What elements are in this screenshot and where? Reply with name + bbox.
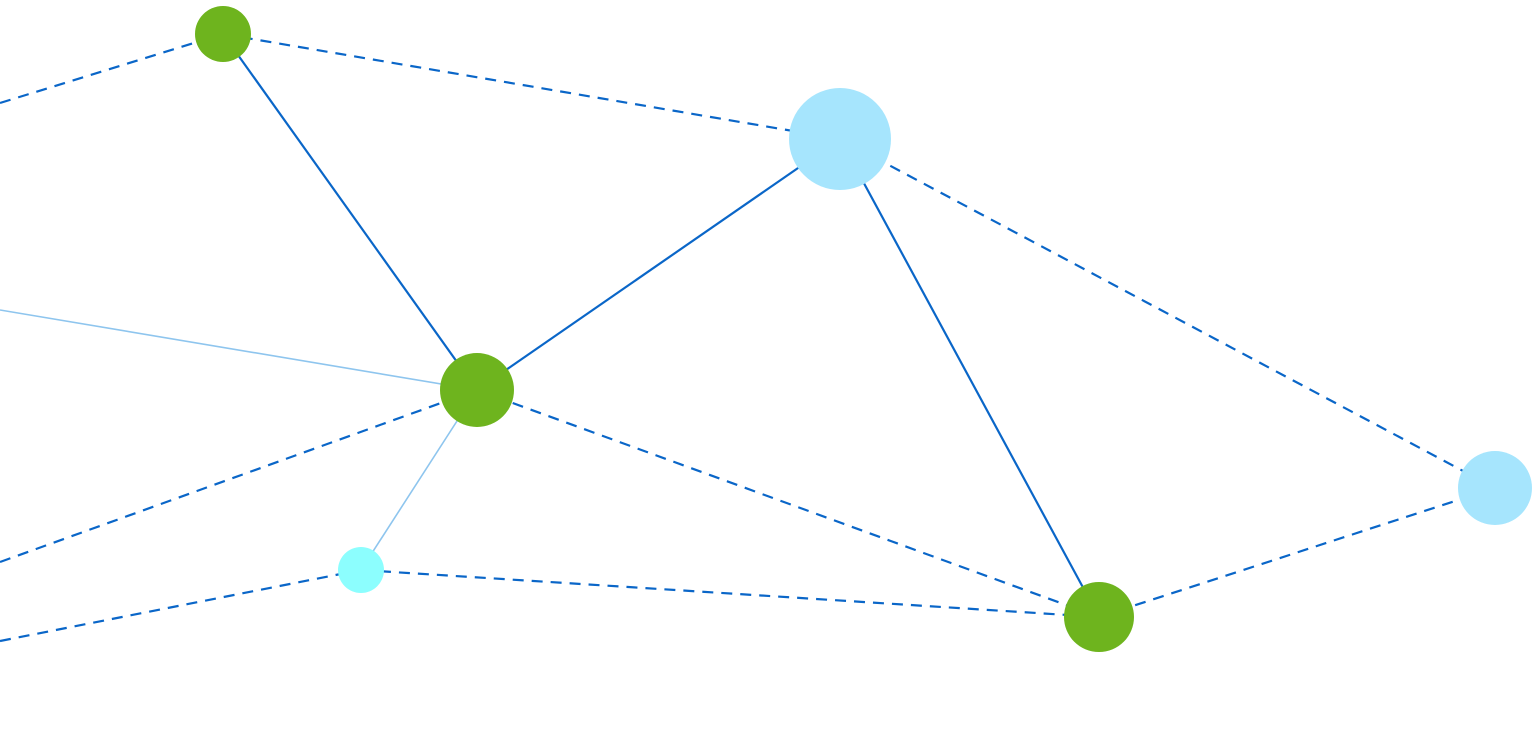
node-n4-cyan bbox=[338, 547, 384, 593]
edge-n2-n6-dashed bbox=[839, 138, 1496, 489]
node-n1-green bbox=[195, 6, 251, 62]
edges-layer bbox=[0, 32, 1496, 643]
edge-n3-n5-dashed bbox=[476, 388, 1100, 619]
edge-n5-n6-dashed bbox=[1098, 486, 1496, 619]
node-n6-light-blue bbox=[1458, 451, 1532, 525]
node-n2-light-blue bbox=[789, 88, 891, 190]
edge-n1-n3-solid bbox=[222, 33, 478, 391]
node-n5-green bbox=[1064, 582, 1134, 652]
edge-n2-n3-solid bbox=[476, 138, 841, 391]
edge-n2-n5-solid bbox=[839, 138, 1100, 618]
edge-offscreen-left-b-n3-faint bbox=[0, 309, 478, 391]
edge-offscreen-left-c-n3-dashed bbox=[0, 388, 478, 564]
edge-offscreen-left-d-n4-dashed bbox=[0, 568, 362, 643]
edge-offscreen-left-a-n1-dashed bbox=[0, 32, 224, 105]
edge-n1-n2-dashed bbox=[222, 32, 841, 141]
nodes-layer bbox=[195, 6, 1532, 652]
node-n3-green bbox=[440, 353, 514, 427]
edge-n4-n5-dashed bbox=[360, 568, 1100, 619]
